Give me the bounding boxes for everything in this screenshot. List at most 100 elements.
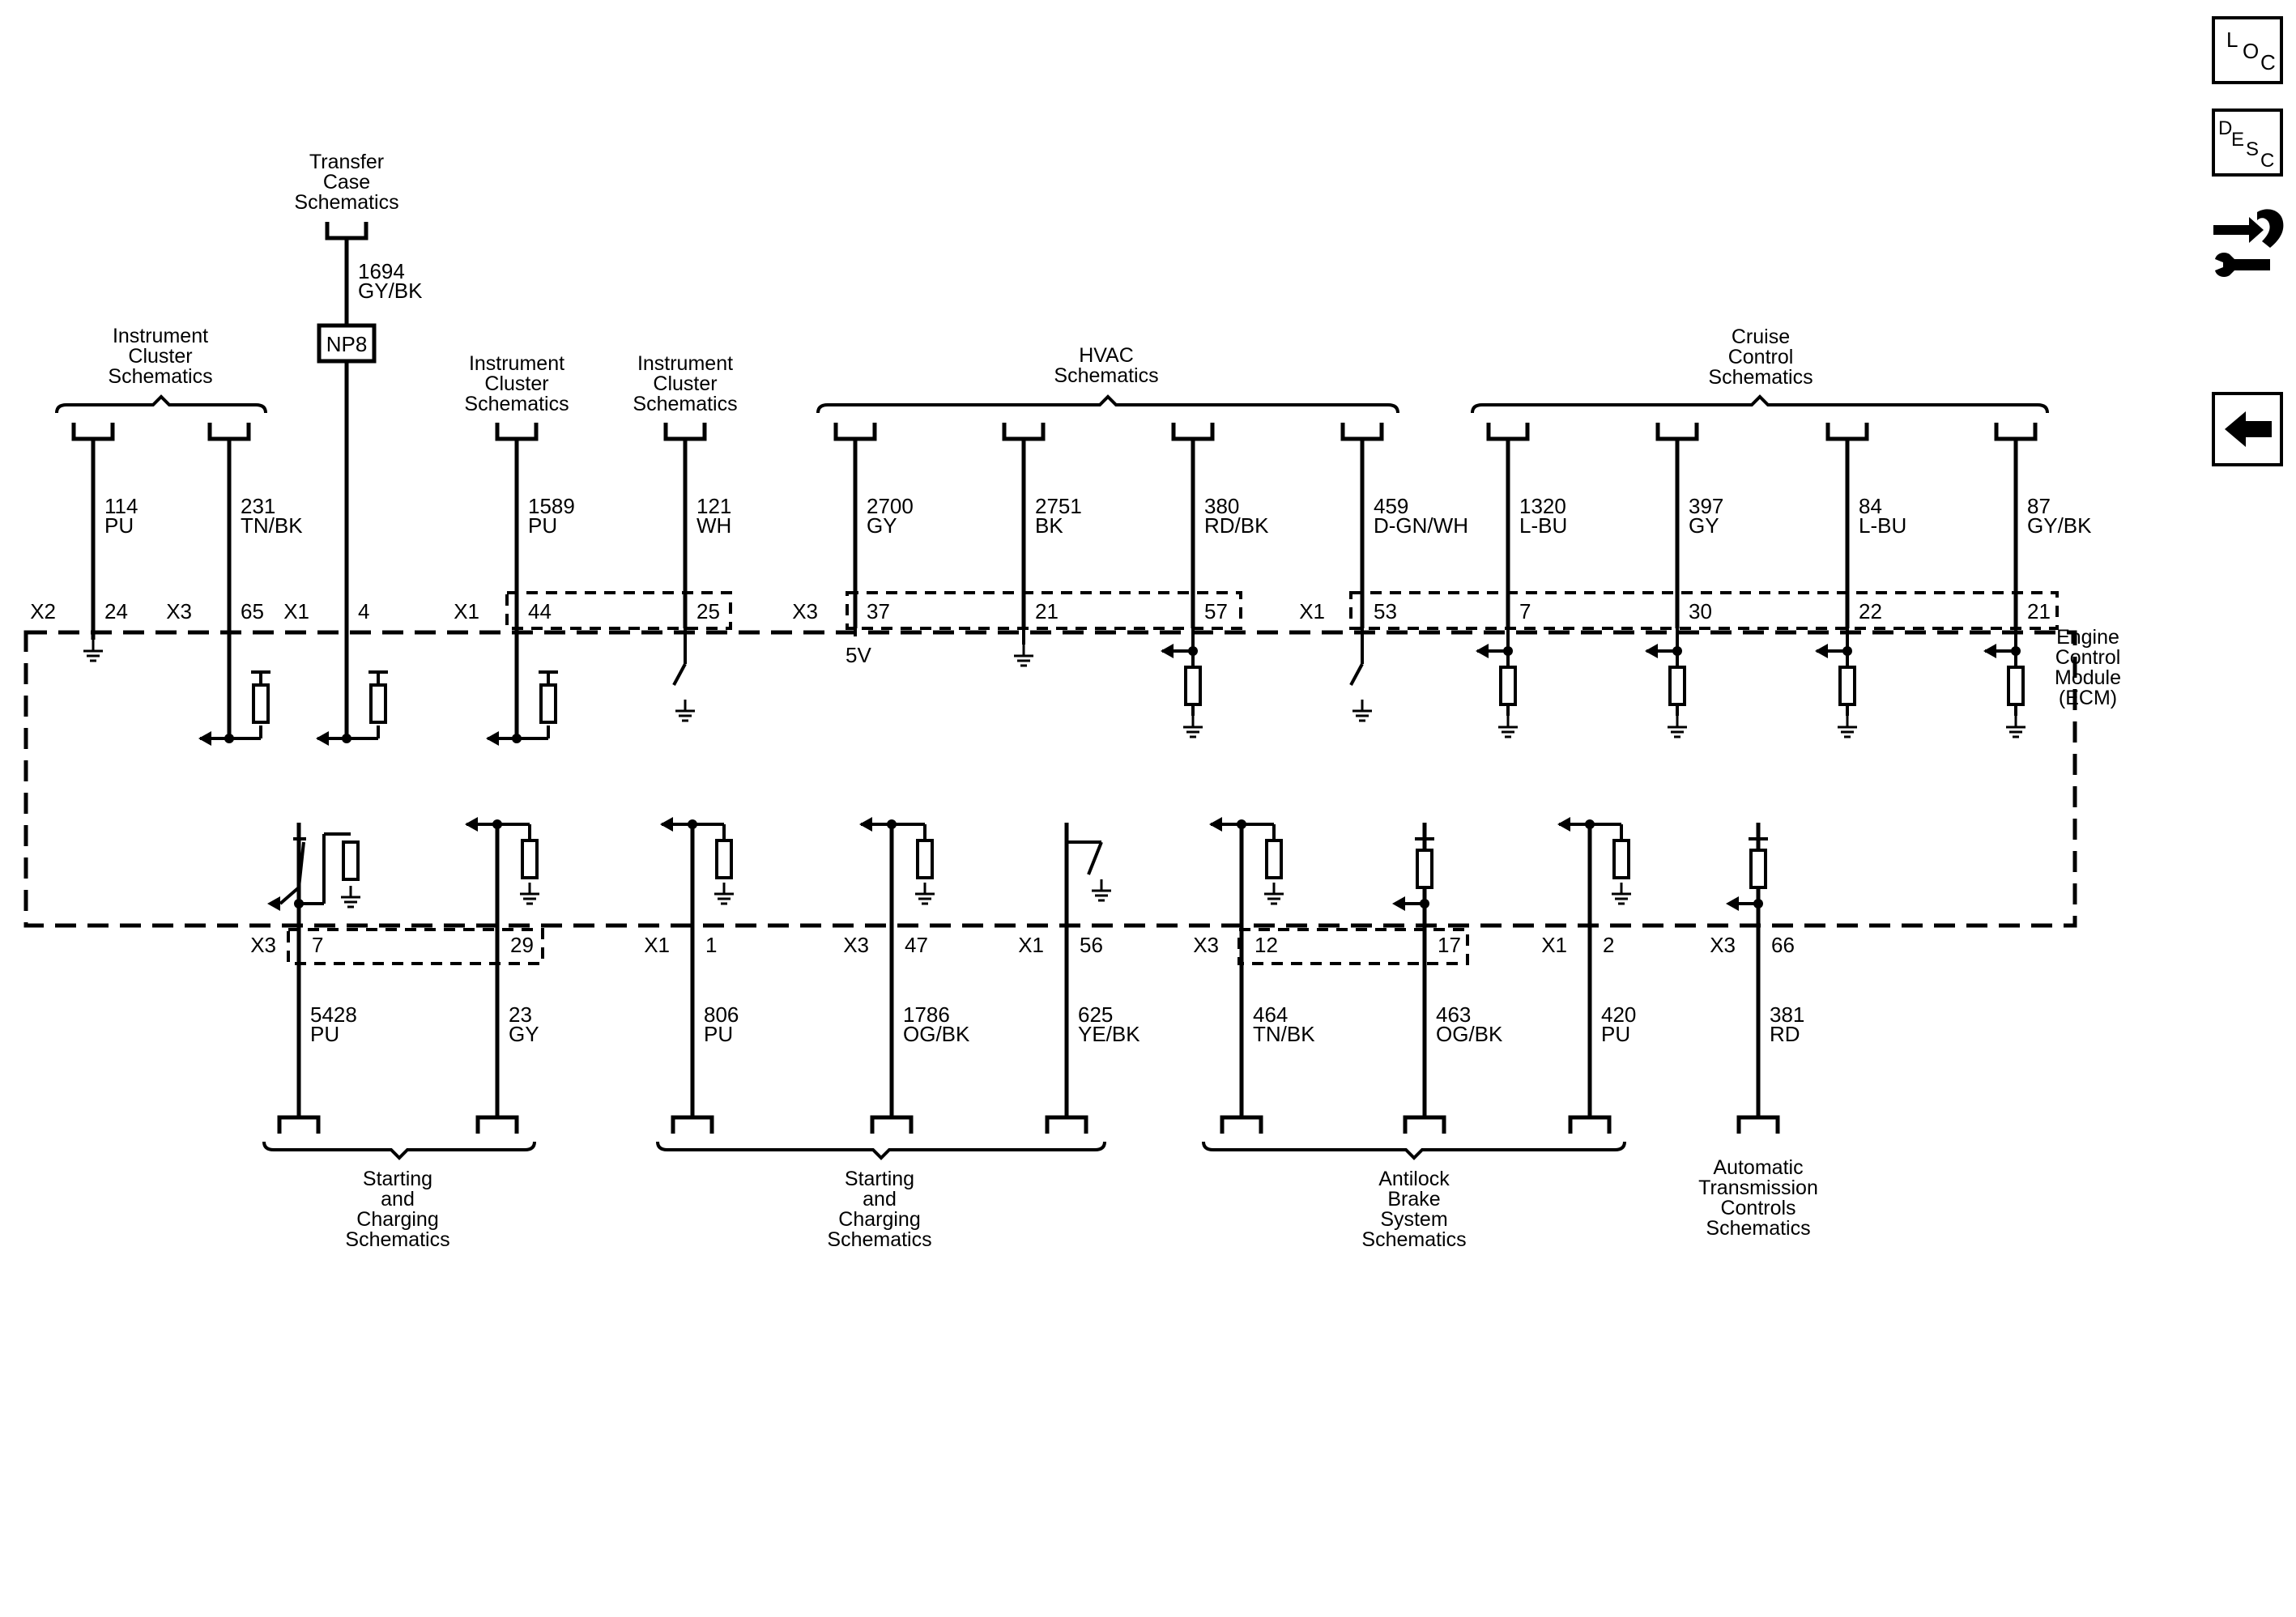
terminal-symbol (277, 1115, 321, 1134)
junction-dot (2011, 646, 2021, 656)
bottom-group-starting-charging-b-line-3: Schematics (827, 1228, 931, 1251)
description-button[interactable]: D E S C (2212, 109, 2283, 177)
arrow-head (1557, 817, 1570, 832)
circuit-color: PU (310, 1022, 339, 1046)
circuit-color: PU (528, 513, 557, 538)
bottom-group-antilock-brake-line-2: System (1380, 1208, 1447, 1231)
back-button[interactable] (2212, 392, 2283, 466)
terminal-symbol (1568, 1115, 1612, 1134)
circuit-number: 84 (1859, 494, 1882, 518)
arrow-head (198, 731, 211, 746)
terminal-symbol (663, 423, 707, 441)
ground-symbol (915, 883, 935, 905)
ground-symbol (1014, 645, 1033, 667)
circuit-number: 1589 (528, 494, 575, 518)
circuit-color: WH (696, 513, 731, 538)
top-group-transfer-case-line-0: Transfer (309, 151, 384, 173)
circuit-color: YE/BK (1078, 1022, 1140, 1046)
pulldown-resistor (1265, 839, 1283, 879)
arrow-head (1392, 896, 1405, 911)
terminal-symbol (1825, 423, 1869, 441)
circuit-number: 420 (1601, 1002, 1636, 1027)
junction-dot (342, 734, 351, 743)
arrow-head (1476, 644, 1489, 658)
top-group-instrument-cluster-c-line-0: Instrument (637, 352, 733, 375)
pulldown-resistor (1184, 666, 1202, 706)
circuit-color: BK (1035, 513, 1063, 538)
junction-dot (1842, 646, 1852, 656)
pin-number: 25 (696, 599, 720, 623)
bottom-brace-starting-charging-a (262, 1141, 536, 1160)
top-group-transfer-case-line-2: Schematics (294, 191, 398, 214)
circuit-number: 381 (1770, 1002, 1804, 1027)
terminal-symbol (671, 1115, 714, 1134)
pin-number: 24 (104, 599, 128, 623)
circuit-number: 625 (1078, 1002, 1113, 1027)
switch-contact (279, 886, 300, 905)
junction-dot (688, 819, 697, 829)
top-group-instrument-cluster-a-line-1: Cluster (128, 345, 192, 368)
pin-number: 7 (312, 933, 323, 957)
pulldown-resistor (1668, 666, 1686, 706)
circuit-color: GY (509, 1022, 539, 1046)
location-button[interactable]: L O C (2212, 16, 2283, 84)
pin-number: 12 (1254, 933, 1278, 957)
bottom-brace-starting-charging-b (656, 1141, 1106, 1160)
top-group-cruise-control-line-2: Schematics (1708, 366, 1813, 389)
ground-symbol (1498, 716, 1518, 738)
top-group-instrument-cluster-b-line-1: Cluster (484, 372, 548, 395)
terminal-symbol (1171, 423, 1215, 441)
ecm-label-line-3: (ECM) (2059, 687, 2117, 709)
circuit-number: 380 (1204, 494, 1239, 518)
junction-dot (1585, 819, 1595, 829)
circuit-number: 2700 (867, 494, 914, 518)
arrow-head (1815, 644, 1828, 658)
bottom-group-transmission-line-2: Controls (1720, 1197, 1795, 1219)
bottom-group-starting-charging-b-line-0: Starting (845, 1168, 914, 1190)
arrow-head (1726, 896, 1739, 911)
circuit-color: GY (1689, 513, 1719, 538)
terminal-symbol (1486, 423, 1530, 441)
switch-contact (1087, 841, 1103, 875)
circuit-color: PU (104, 513, 134, 538)
ground-symbol (1264, 883, 1284, 905)
connector-id: X3 (843, 933, 869, 957)
pin-number: 21 (1035, 599, 1059, 623)
circuit-color: D-GN/WH (1374, 513, 1468, 538)
terminal-symbol (833, 423, 877, 441)
terminal-symbol (1403, 1115, 1446, 1134)
terminal-symbol (1994, 423, 2038, 441)
circuit-color: GY/BK (358, 279, 423, 303)
junction-dot (1672, 646, 1682, 656)
ecm-label-line-2: Module (2055, 666, 2121, 689)
junction-dot (512, 734, 522, 743)
bottom-group-starting-charging-a-line-0: Starting (363, 1168, 432, 1190)
splice-label: NP8 (326, 332, 368, 356)
terminal-symbol (207, 423, 251, 441)
pin-number: 66 (1771, 933, 1795, 957)
ground-symbol (1668, 716, 1687, 738)
circuit-number: 464 (1253, 1002, 1288, 1027)
ecm-label-line-0: Engine (2056, 626, 2119, 649)
pin-number: 65 (241, 599, 264, 623)
connector-id: X2 (30, 599, 56, 623)
circuit-color: PU (1601, 1022, 1630, 1046)
top-brace-cruise-control (1471, 394, 2049, 414)
connector-id: X3 (1193, 933, 1219, 957)
connector-id: X1 (1299, 599, 1325, 623)
connector-id: X1 (1018, 933, 1044, 957)
pullup-resistor (252, 683, 270, 724)
switch-contact (1349, 663, 1364, 686)
top-group-cruise-control-line-0: Cruise (1732, 326, 1790, 348)
connector-id: X1 (283, 599, 309, 623)
ground-symbol (1838, 716, 1857, 738)
junction-dot (887, 819, 897, 829)
connector-id: X3 (250, 933, 276, 957)
circuit-color: GY (867, 513, 897, 538)
terminal-symbol (71, 423, 115, 441)
connector-repair-icon[interactable] (2210, 202, 2288, 283)
ground-symbol (1183, 716, 1203, 738)
circuit-color: RD (1770, 1022, 1800, 1046)
connector-group-box (1349, 591, 2059, 630)
